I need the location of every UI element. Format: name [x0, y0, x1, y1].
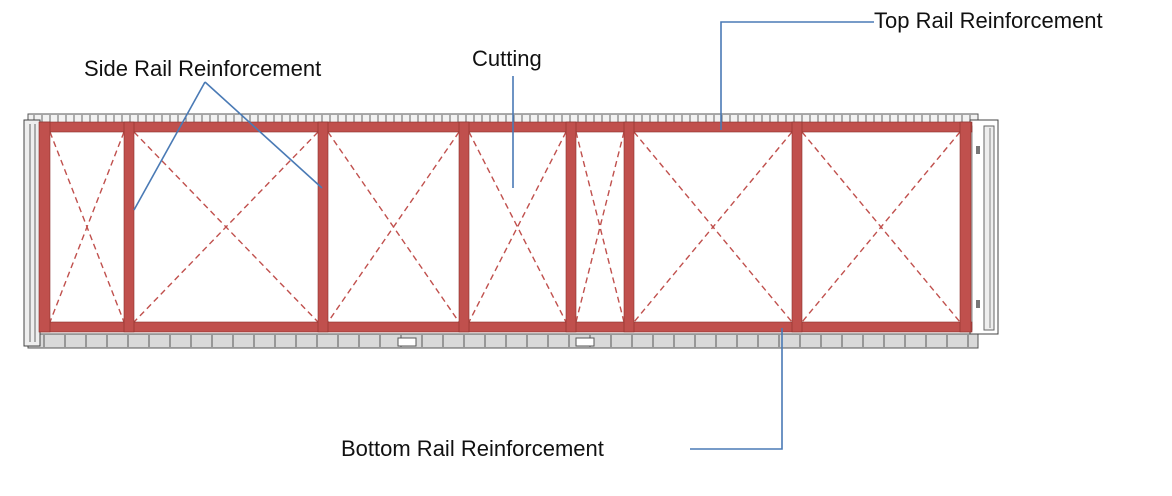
side-rail-leader-1 [133, 81, 206, 211]
cut-line-panel-4-1 [468, 131, 567, 323]
post-5 [565, 121, 577, 333]
post-4 [458, 121, 470, 333]
cut-line-panel-3-2 [327, 131, 460, 323]
post-1 [38, 121, 51, 333]
post-3 [317, 121, 329, 333]
cut-line-panel-4-2 [468, 131, 567, 323]
side-rail-leader-2 [204, 81, 323, 189]
top-rail-leader [720, 21, 874, 130]
cut-line-panel-2-2 [133, 131, 319, 323]
top-rail-label: Top Rail Reinforcement [874, 8, 1103, 33]
left-end-wall [23, 119, 41, 347]
side-rail-label: Side Rail Reinforcement [84, 56, 322, 81]
post-7 [791, 121, 803, 333]
bottom-rail-leader [690, 328, 783, 450]
bottom-rail-label: Bottom Rail Reinforcement [341, 436, 604, 461]
reinforcement-frame [38, 121, 973, 333]
cut-line-panel-5-1 [575, 131, 625, 323]
cut-line-panel-6-2 [633, 131, 793, 323]
container-body [23, 113, 999, 349]
cut-lines [49, 131, 961, 323]
post-8 [959, 121, 972, 333]
cutting-label: Cutting [472, 46, 542, 71]
bottom-rail-reinforcement [39, 321, 973, 333]
callout-lines [133, 21, 874, 450]
cut-line-panel-7-2 [801, 131, 961, 323]
cut-line-panel-5-2 [575, 131, 625, 323]
post-2 [123, 121, 135, 333]
post-6 [623, 121, 635, 333]
cut-line-panel-1-2 [49, 131, 125, 323]
